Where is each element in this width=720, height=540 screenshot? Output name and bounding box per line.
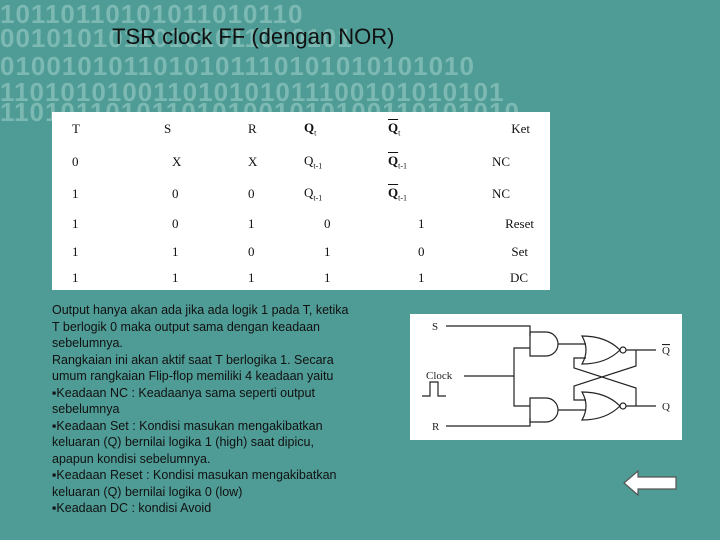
text-line: ▪Keadaan Set : Kondisi masukan mengakiba… [52,418,323,433]
label-s: S [432,321,438,333]
nor-bubble-bottom [619,402,627,410]
text-line: umum rangkaian Flip-flop memiliki 4 kead… [52,369,334,383]
text-line: ▪Keadaan DC : kondisi Avoid [52,501,212,515]
wire-clock-bottom [513,376,530,407]
and-gate-top [529,331,559,357]
table-row: 0 X X Qt-1 Qt-1 NC [72,153,510,171]
header-qbar: Qt [388,120,401,138]
text-line: apapun kondisi sebelumnya. [52,451,211,466]
header-ket: Ket [511,121,530,136]
back-arrow-icon[interactable] [622,468,678,498]
label-r: R [432,421,440,433]
text-line: sebelumnya. [52,336,123,350]
text-line: Output hanya akan ada jika ada logik 1 p… [52,303,349,317]
table-row: 1 1 1 1 1 DC [72,270,528,285]
binary-line: 00101010110101011010101 [0,23,353,53]
header-t: T [72,121,80,136]
circuit-diagram: S Clock R Q Q [410,314,682,440]
explanation-text: Output hanya akan ada jika ada logik 1 p… [52,302,392,517]
table-row: 1 0 1 0 1 Reset [72,216,534,231]
and-gate-bottom [529,397,559,423]
header-q: Qt [304,120,317,138]
header-r: R [248,121,257,136]
text-line: ▪Keadaan Reset : Kondisi masukan mengaki… [52,468,337,482]
binary-line: 10110110101011010110 [0,0,304,29]
label-clock: Clock [426,370,453,382]
header-s: S [164,121,172,136]
table-row: 1 0 0 Qt-1 Qt-1 NC [72,185,510,203]
circuit-svg: S Clock R Q Q [422,321,670,433]
slide-title: TSR clock FF (dengan NOR) [112,24,395,49]
table-row: 1 1 0 1 0 Set [72,244,528,259]
wire-s [446,325,531,336]
clock-pulse-icon [422,381,446,397]
text-line: T berlogik 0 maka output sama dengan kea… [52,319,321,334]
text-line: sebelumnya [52,402,120,416]
text-line: keluaran (Q) bernilai logika 1 (high) sa… [52,435,314,449]
binary-line: 110101010011010101011100101010101 [0,77,505,107]
table-header-row: T S R Qt Qt Ket [52,112,550,146]
text-line: ▪Keadaan NC : Keadaanya sama seperti out… [52,385,315,400]
truth-table-grid: T S R Qt Qt Ket 0 X X Qt-1 Qt-1 NC 1 0 0… [52,112,550,290]
nor-bubble-top [619,346,627,354]
label-q: Q [662,401,670,413]
label-qbar: Q [662,345,670,357]
nor-gate-bottom [580,391,621,421]
nor-gate-top [580,335,621,365]
text-line: keluaran (Q) bernilai logika 0 (low) [52,484,243,499]
wire-cross-1 [573,350,637,401]
wire-r [446,418,531,427]
text-line: Rangkaian ini akan aktif saat T berlogik… [52,352,334,367]
truth-table: T S R Qt Qt Ket 0 X X Qt-1 Qt-1 NC 1 0 0… [52,112,550,290]
binary-line: 0100101011010101110101010101010 [0,51,475,81]
wire-clock-top [464,347,530,377]
back-arrow-svg [623,469,677,497]
wire-cross-2 [573,357,637,406]
